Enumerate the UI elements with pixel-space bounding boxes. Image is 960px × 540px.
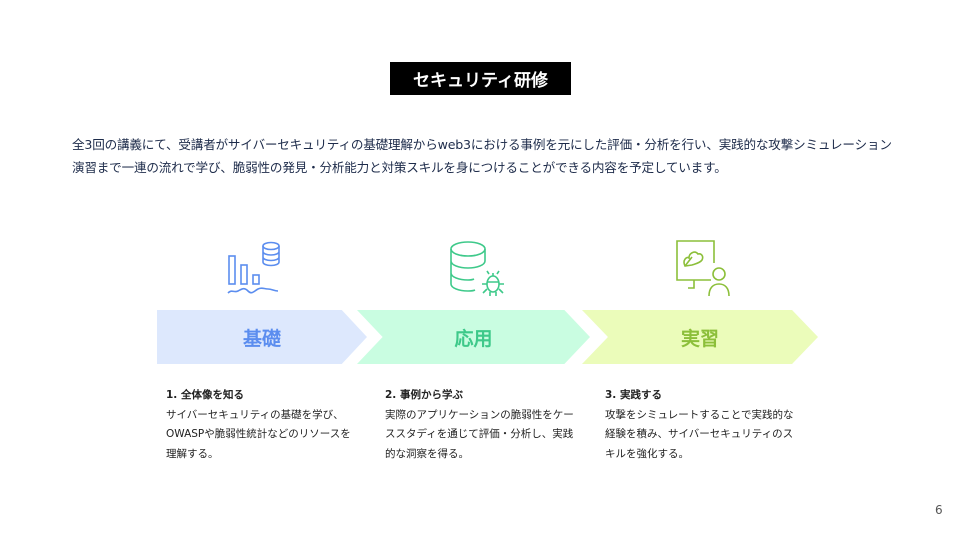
chart-database-icon	[227, 241, 280, 294]
stage-label: 応用	[454, 327, 493, 350]
stage-description: 2. 事例から学ぶ 実際のアプリケーションの脆弱性をケーススタディを通じて評価・…	[385, 386, 575, 464]
page-number: 6	[935, 503, 943, 517]
stage-description: 1. 全体像を知る サイバーセキュリティの基礎を学び、OWASPや脆弱性統計など…	[166, 386, 361, 464]
stage-label: 実習	[680, 327, 719, 350]
stage-text: サイバーセキュリティの基礎を学び、OWASPや脆弱性統計などのリソースを理解する…	[166, 408, 351, 460]
stage-label: 基礎	[242, 327, 281, 350]
stage-arrow-basics: 基礎	[157, 310, 367, 364]
intro-text: 全3回の講義にて、受講者がサイバーセキュリティの基礎理解からweb3における事例…	[72, 137, 892, 175]
stage-arrow-applied: 応用	[357, 310, 590, 364]
database-bug-icon	[450, 241, 504, 296]
stage-heading: 3. 実践する	[605, 389, 662, 401]
stage-heading: 1. 全体像を知る	[166, 389, 244, 401]
presentation-user-icon	[676, 240, 730, 297]
stage-text: 攻撃をシミュレートすることで実践的な経験を積み、サイバーセキュリティのスキルを強…	[605, 408, 794, 460]
stage-text: 実際のアプリケーションの脆弱性をケーススタディを通じて評価・分析し、実践的な洞察…	[385, 408, 574, 460]
stage-description: 3. 実践する 攻撃をシミュレートすることで実践的な経験を積み、サイバーセキュリ…	[605, 386, 795, 464]
stage-heading: 2. 事例から学ぶ	[385, 389, 463, 401]
stage-arrow-practice: 実習	[582, 310, 818, 364]
slide-title: セキュリティ研修	[390, 62, 571, 95]
